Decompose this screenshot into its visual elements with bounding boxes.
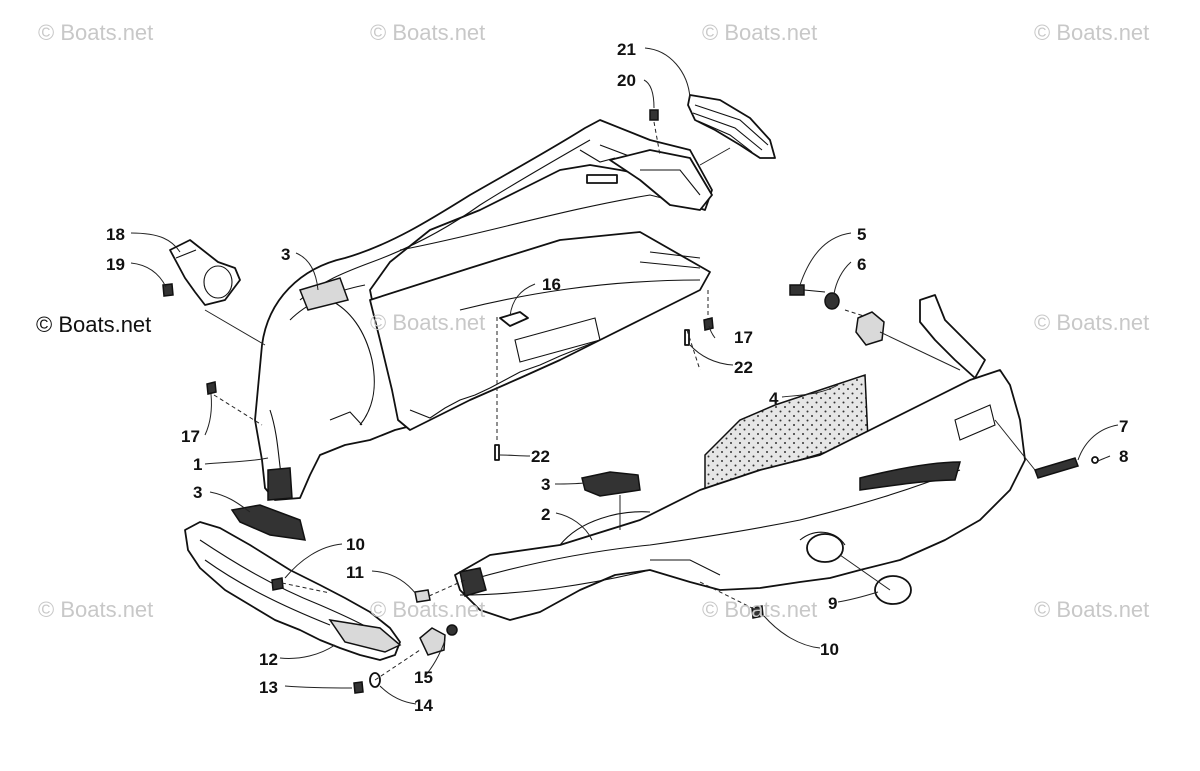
watermark: © Boats.net	[1034, 597, 1150, 622]
watermark: © Boats.net	[370, 20, 486, 45]
rivet-part-22-lower	[494, 444, 500, 461]
small-parts	[162, 109, 1099, 694]
callout-21: 21	[617, 40, 636, 59]
screw-part-13	[353, 681, 364, 694]
screw-part-20	[649, 109, 659, 121]
watermark-prominent: © Boats.net	[36, 312, 152, 337]
screw-part-17-right	[703, 317, 714, 331]
guide-lines	[204, 121, 1036, 681]
callout-22-upper: 22	[734, 358, 753, 377]
decal-3-center	[581, 471, 641, 497]
callout-19: 19	[106, 255, 125, 274]
callout-18: 18	[106, 225, 125, 244]
callout-15: 15	[414, 668, 433, 687]
callout-11: 11	[346, 563, 364, 582]
screw-part-19	[162, 283, 174, 297]
watermark: © Boats.net	[1034, 20, 1150, 45]
screw-part-10-left	[271, 577, 284, 591]
watermark: © Boats.net	[702, 597, 818, 622]
boot-part-18	[169, 239, 241, 306]
callout-5: 5	[857, 225, 866, 244]
decal-3-left	[230, 504, 306, 541]
watermark: © Boats.net	[370, 310, 486, 335]
callout-8: 8	[1119, 447, 1128, 466]
callout-22-lower: 22	[531, 447, 550, 466]
callout-7: 7	[1119, 417, 1128, 436]
screw-part-17-left	[206, 381, 217, 395]
callout-4: 4	[769, 389, 779, 408]
clip-part-11	[414, 589, 431, 603]
callout-6: 6	[857, 255, 866, 274]
callout-14: 14	[414, 696, 433, 715]
watermark: © Boats.net	[702, 20, 818, 45]
callout-9: 9	[828, 594, 837, 613]
rivet-part-22-upper	[684, 329, 690, 346]
lower-body-part-2	[454, 294, 1026, 621]
callout-16: 16	[542, 275, 561, 294]
watermark: © Boats.net	[38, 597, 154, 622]
washer-part-6	[824, 292, 840, 310]
decal-3-upper	[298, 277, 349, 311]
callout-12: 12	[259, 650, 278, 669]
callout-3-upper: 3	[281, 245, 290, 264]
cap-part-9	[874, 575, 912, 605]
callout-13: 13	[259, 678, 278, 697]
vent-grille-part-21	[687, 94, 776, 159]
screw-part-10-right	[751, 605, 764, 619]
callout-3-left: 3	[193, 483, 202, 502]
watermark: © Boats.net	[370, 597, 486, 622]
callout-3-center: 3	[541, 475, 550, 494]
screw-part-8	[1091, 456, 1099, 464]
callout-17-left: 17	[181, 427, 200, 446]
callout-2: 2	[541, 505, 550, 524]
callout-leaders	[130, 47, 1119, 705]
stud-part-16	[499, 311, 529, 327]
callout-10-right: 10	[820, 640, 839, 659]
callout-17-right: 17	[734, 328, 753, 347]
floor-panel	[369, 231, 711, 431]
watermark: © Boats.net	[38, 20, 154, 45]
callout-20: 20	[617, 71, 636, 90]
front-bumper-part-12	[184, 521, 402, 661]
callout-1: 1	[193, 455, 202, 474]
reflector-part-7	[1034, 457, 1079, 479]
callout-10-left: 10	[346, 535, 365, 554]
bolt-part-5	[789, 284, 805, 296]
callout-labels: 21 20 18 19 3 16 5 6 17 22 4 17 1 7 8 22…	[106, 40, 1128, 715]
watermark: © Boats.net	[1034, 310, 1150, 335]
